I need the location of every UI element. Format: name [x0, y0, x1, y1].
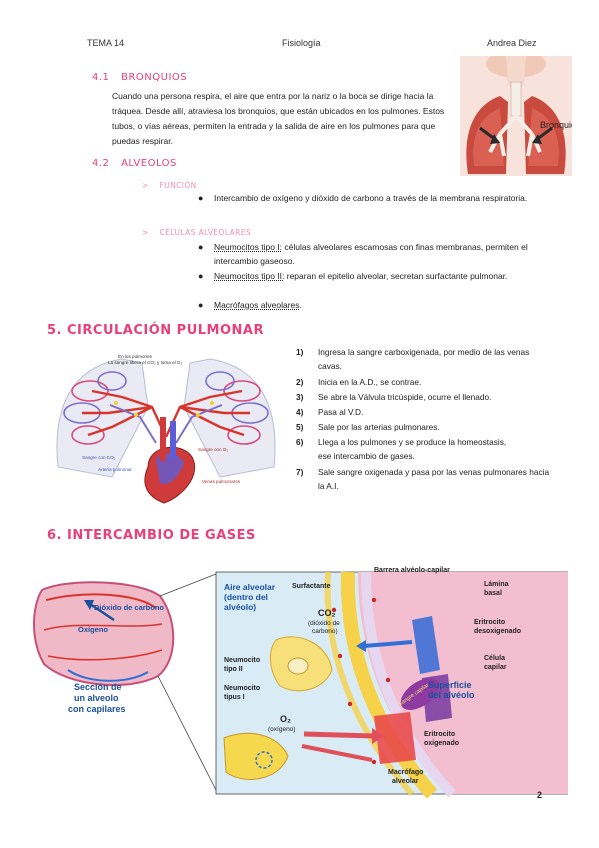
header-right: Andrea Diez	[487, 38, 537, 48]
diagram-co2-label: Sangre con CO₂	[82, 455, 116, 460]
cell-name: Neumocitos tipo I:	[214, 242, 283, 252]
section-4-2-title: ALVEOLOS	[121, 158, 177, 169]
cell-item: ● Macrófagos alveolares.	[198, 299, 544, 313]
step-number: 7)	[296, 467, 304, 477]
lamina-label-2: basal	[484, 590, 502, 597]
section-4-1-paragraph: Cuando una persona respira, el aire que …	[112, 91, 445, 146]
step-text: Ingresa la sangre carboxigenada, por med…	[318, 347, 530, 371]
section-4-1-heading: 4.1 BRONQUIOS	[92, 72, 187, 83]
circulation-step: 1) Ingresa la sangre carboxigenada, por …	[296, 345, 550, 373]
co2-sub-2: carbono)	[312, 628, 338, 635]
eritro-ox-label-1: Eritrocito	[424, 731, 455, 738]
chevron-right-icon: >	[142, 228, 149, 237]
neumo2-label-1: Neumocito	[224, 657, 260, 664]
chevron-right-icon: >	[142, 181, 149, 190]
section-4-2-heading: 4.2 ALVEOLOS	[92, 158, 177, 169]
left-co2-label: Dióxido de carbono	[94, 603, 164, 612]
step-text: Sale sangre oxigenada y pasa por las ven…	[318, 467, 550, 491]
aire-label-2: (dentro del	[224, 592, 268, 602]
celulas-subheading: > CÉLULAS ALVEOLARES	[142, 228, 251, 237]
bronchi-illustration: Bronquio	[460, 50, 576, 176]
co2-label: CO₂	[318, 608, 336, 618]
caption-line-2: un alveolo	[74, 693, 119, 703]
surfactante-label: Surfactante	[292, 583, 331, 590]
step-text: Pasa al V.D.	[318, 407, 364, 417]
section-4-2-number: 4.2	[92, 158, 110, 169]
step-text: Inicia en la A.D., se contrae.	[318, 377, 422, 387]
o2-label: O₂	[280, 714, 291, 724]
diagram-arteria-label: Arteria pulmonar	[98, 467, 132, 472]
step-number: 5)	[296, 422, 304, 432]
eritro-desox-label-2: desoxigenado	[474, 628, 521, 635]
funcion-label: FUNCIÓN	[159, 181, 197, 190]
step-number: 3)	[296, 392, 304, 402]
diagram-venas-label: Venas pulmonares	[202, 479, 241, 484]
pulmonary-circulation-diagram: En los pulmones La sangre libera el CO₂ …	[52, 347, 280, 505]
header-left: TEMA 14	[87, 38, 125, 48]
step-number: 6)	[296, 437, 304, 447]
superficie-label-2: del alvéolo	[428, 690, 475, 700]
celula-label-1: Célula	[484, 655, 505, 662]
circulation-step: 4) Pasa al V.D.	[296, 405, 550, 419]
cell-desc: .	[299, 300, 302, 310]
neumo1-label-2: tipus I	[224, 694, 245, 701]
superficie-label-1: Superficie	[428, 680, 472, 690]
neumo1-label-1: Neumocito	[224, 685, 260, 692]
header-center: Fisiología	[282, 38, 321, 48]
bronchi-label: Bronquio	[540, 120, 572, 130]
circulation-step: 6) Llega a los pulmones y se produce la …	[296, 435, 518, 463]
cell-name: Macrófagos alveolares	[214, 300, 300, 310]
macro-label-2: alveolar	[392, 778, 419, 785]
aire-label-3: alvéolo)	[224, 602, 256, 612]
cell-item: ● Neumocitos tipo I: células alveolares …	[198, 241, 544, 268]
neumo2-label-2: tipo II	[224, 666, 243, 673]
page-number: 2	[537, 790, 543, 800]
caption-line-3: con capilares	[68, 704, 126, 714]
celula-label-2: capilar	[484, 664, 507, 671]
caption-line-1: Sección de	[74, 682, 122, 692]
funcion-bullet: ● Intercambio de oxígeno y dióxido de ca…	[198, 192, 544, 206]
section-4-1-title: BRONQUIOS	[121, 72, 188, 83]
left-o2-label: Oxígeno	[78, 625, 108, 634]
bronchi-image: Bronquio	[460, 50, 576, 176]
cell-item: ● Neumocitos tipo II: reparan el epiteli…	[198, 270, 544, 284]
circulation-step: 7) Sale sangre oxigenada y pasa por las …	[296, 465, 550, 493]
diagram-top-label-1: En los pulmones	[118, 354, 153, 359]
cell-desc: reparan el epitelio alveolar, secretan s…	[284, 271, 508, 281]
bullet-icon: ●	[198, 242, 204, 252]
cell-name: Neumocitos tipo II:	[214, 271, 285, 281]
co2-sub-1: (dióxido de	[308, 620, 340, 627]
funcion-subheading: > FUNCIÓN	[142, 181, 197, 190]
step-number: 1)	[296, 347, 304, 357]
section-4-1-number: 4.1	[92, 72, 110, 83]
eritro-ox-label-2: oxigenado	[424, 740, 459, 747]
gas-exchange-diagram: Dióxido de carbono Oxígeno Sección de un…	[28, 560, 569, 800]
step-text: Se abre la Válvula tricúspide, ocurre el…	[318, 392, 492, 402]
barrera-label: Barrera alvéolo-capilar	[374, 567, 450, 574]
section-5-title: 5. CIRCULACIÓN PULMONAR	[47, 323, 264, 338]
step-number: 2)	[296, 377, 304, 387]
step-number: 4)	[296, 407, 304, 417]
aire-label-1: Aire alveolar	[224, 582, 276, 592]
step-text: Llega a los pulmones y se produce la hom…	[318, 437, 507, 461]
circulation-step: 3) Se abre la Válvula tricúspide, ocurre…	[296, 390, 550, 404]
cell-desc: células alveolares escamosas con finas m…	[214, 242, 528, 266]
diagram-top-label-2: La sangre libera el CO₂ y toma el O₂	[108, 360, 183, 365]
bullet-icon: ●	[198, 271, 204, 281]
macro-label-1: Macrófago	[388, 769, 423, 776]
section-6-title: 6. INTERCAMBIO DE GASES	[47, 528, 256, 543]
funcion-text: Intercambio de oxígeno y dióxido de carb…	[214, 193, 528, 203]
bullet-icon: ●	[198, 193, 204, 203]
diagram-o2-label: Sangre con O₂	[198, 447, 228, 452]
o2-sub: (oxígeno)	[268, 726, 295, 733]
circulation-step: 2) Inicia en la A.D., se contrae.	[296, 375, 550, 389]
bullet-icon: ●	[198, 300, 204, 310]
celulas-label: CÉLULAS ALVEOLARES	[159, 228, 252, 237]
step-text: Sale por las arterias pulmonares.	[318, 422, 440, 432]
lamina-label-1: Lámina	[484, 581, 509, 588]
eritro-desox-label-1: Eritrocito	[474, 619, 505, 626]
circulation-step: 5) Sale por las arterias pulmonares.	[296, 420, 550, 434]
